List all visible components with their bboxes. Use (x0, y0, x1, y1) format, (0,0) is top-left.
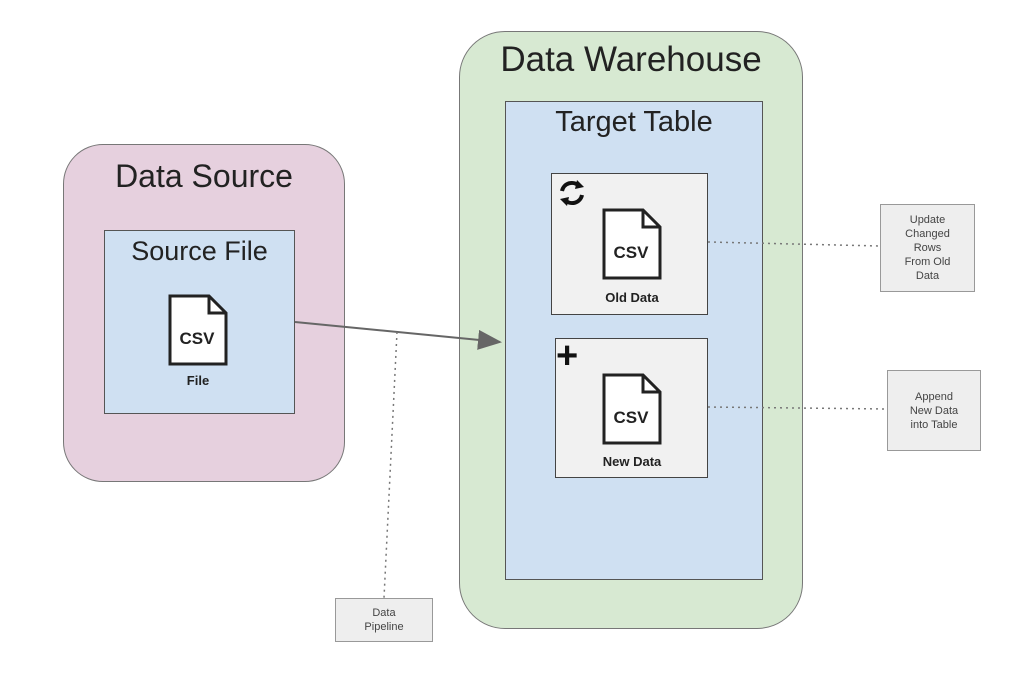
append-note-connector (707, 406, 888, 410)
target-table-title: Target Table (555, 106, 713, 138)
csv-doc-text: CSV (180, 329, 216, 348)
pipeline-note: Data Pipeline (335, 598, 433, 642)
note-line: Data (915, 270, 940, 282)
note-line: into Table (910, 418, 958, 431)
old-data-label: Old Data (605, 290, 659, 305)
pipeline-arrow (294, 321, 502, 350)
data-source-title: Data Source (115, 158, 293, 194)
update-note: Update Changed Rows From Old Data (880, 204, 975, 292)
data-warehouse-title: Data Warehouse (500, 40, 762, 79)
note-line: From Old (904, 256, 951, 268)
plus-icon: + (556, 335, 579, 377)
file-label: File (186, 373, 210, 388)
update-note-connector (707, 241, 881, 247)
sync-icon (560, 180, 584, 206)
csv-doc-text: CSV (614, 408, 650, 427)
note-line: Changed (905, 228, 950, 240)
csv-file-icon: CSV (168, 294, 228, 366)
note-line: Pipeline (364, 621, 404, 633)
note-line: Update (909, 214, 946, 226)
note-line: Append (915, 390, 953, 403)
source-file-title: Source File (131, 236, 268, 266)
note-line: Data (372, 607, 396, 619)
csv-file-icon: CSV (602, 373, 662, 445)
new-data-label: New Data (602, 454, 662, 469)
csv-doc-text: CSV (614, 243, 650, 262)
csv-file-icon: CSV (602, 208, 662, 280)
pipeline-note-connector (383, 331, 398, 599)
note-line: New Data (909, 404, 959, 417)
append-note: Append New Data into Table (887, 370, 981, 451)
note-line: Rows (913, 242, 942, 254)
